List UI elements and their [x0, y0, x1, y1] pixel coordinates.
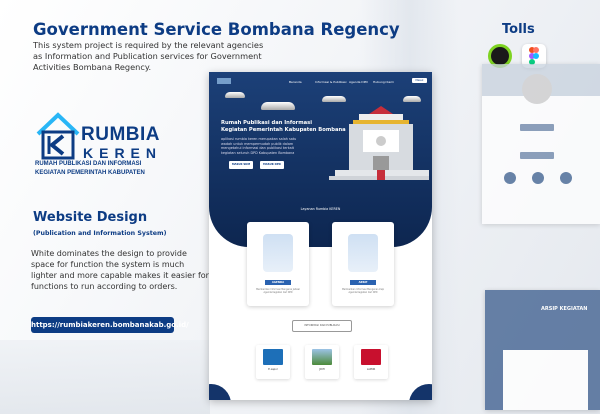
- government-building-illustration: [329, 106, 429, 180]
- login-button[interactable]: Masuk: [412, 78, 427, 83]
- tools-title: Tolls: [502, 22, 535, 37]
- logo-tagline: RUMAH PUBLIKASI DAN INFORMASI: [35, 161, 142, 167]
- section-subtitle: (Publication and Information System): [33, 230, 167, 237]
- card-label: ARSIP: [350, 280, 376, 285]
- nav-link[interactable]: Hubungi Kami: [373, 80, 395, 84]
- profile-page-mockup: [482, 64, 600, 224]
- archive-card[interactable]: ARSIP Memberikan Informasi Mengenai Arsi…: [332, 222, 394, 306]
- section-paragraph: White dominates the design to provide sp…: [31, 249, 209, 291]
- card-text: Memberikan Informasi Mengenai Jadwal Age…: [256, 288, 300, 294]
- link-card[interactable]: JDIH: [305, 345, 339, 379]
- agenda-card[interactable]: AGENDA Memberikan Informasi Mengenai Jad…: [247, 222, 309, 306]
- card-text: Memberikan Informasi Mengenai Arsip Agen…: [341, 288, 385, 294]
- cloud: [322, 96, 346, 102]
- background-decoration: [0, 340, 210, 414]
- nav-link[interactable]: Agenda DPD: [349, 80, 368, 84]
- website-mockup: Beranda Informasi & Publikasi Agenda DPD…: [209, 72, 432, 400]
- archive-page-mockup: ARSIP KEGIATAN: [485, 290, 600, 410]
- footer-decoration: [409, 384, 432, 400]
- page-description: This system project is required by the r…: [33, 40, 264, 72]
- cloud: [403, 96, 421, 102]
- cloud: [261, 102, 295, 110]
- section-title: Website Design: [33, 210, 148, 225]
- house-logo-icon: [36, 112, 80, 160]
- cloud: [225, 92, 245, 98]
- login-sdm-button[interactable]: MASUK SDM: [229, 161, 253, 169]
- link-card[interactable]: E-Lapor: [256, 345, 290, 379]
- nav-link[interactable]: Beranda: [289, 80, 302, 84]
- footer-decoration: [209, 384, 231, 400]
- logo-tagline: KEGIATAN PEMERINTAH KABUPATEN: [35, 170, 145, 176]
- archive-title: ARSIP KEGIATAN: [541, 306, 588, 312]
- services-title: Layanan Rumbia KEREN: [300, 207, 341, 211]
- archive-illustration: [348, 234, 378, 272]
- agenda-illustration: [263, 234, 293, 272]
- link-card[interactable]: LAPOR: [354, 345, 388, 379]
- logo-name: RUMBIA: [81, 124, 160, 145]
- hero-text: aplikasi rumbia keren merupakan salah sa…: [221, 137, 297, 155]
- card-label: AGENDA: [265, 280, 291, 285]
- nav-link[interactable]: Informasi & Publikasi: [315, 80, 347, 84]
- website-url-link[interactable]: https://rumbiakeren.bombanakab.go.id/: [31, 317, 189, 333]
- rumbia-keren-logo: RUMBIA KEREN RUMAH PUBLIKASI DAN INFORMA…: [33, 112, 160, 178]
- page-title: Government Service Bombana Regency: [33, 20, 400, 39]
- site-logo: [217, 78, 231, 84]
- login-dpd-button[interactable]: MASUK DPD: [260, 161, 284, 169]
- info-publication-button[interactable]: INFORMASI DAN PUBLIKASI: [292, 320, 352, 332]
- logo-name: KEREN: [83, 145, 163, 161]
